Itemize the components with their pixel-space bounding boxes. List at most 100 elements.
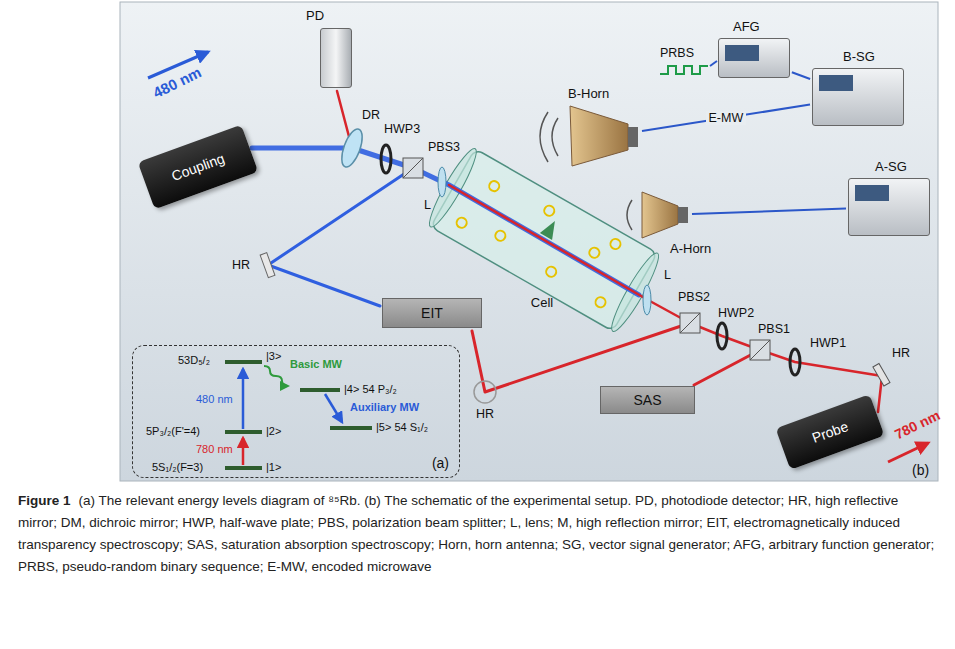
optic-label: HWP2 — [718, 306, 754, 320]
drawing-part — [449, 185, 882, 412]
drawing-part — [680, 313, 700, 333]
drawing-part — [330, 426, 372, 430]
laser-label: Probe — [810, 418, 851, 446]
box-label: EIT — [421, 305, 443, 321]
optic-label: L — [664, 268, 671, 282]
level-label: |5> 54 S₁/₂ — [376, 421, 428, 434]
cell-label-box: Cell — [520, 294, 564, 312]
optic-label: PBS1 — [758, 322, 790, 336]
drawing-part — [338, 126, 367, 169]
drawing-part — [628, 127, 638, 147]
signal-cable — [642, 105, 810, 131]
device-label: AFG — [733, 20, 760, 35]
panel-background — [120, 2, 938, 481]
transition-label: 780 nm — [196, 443, 233, 456]
level-label: 5P₃/₂(F'=4) — [146, 425, 200, 438]
device-label: A-Horn — [670, 242, 711, 257]
beam-direction-arrow — [888, 443, 928, 462]
horn-antenna: A-Horn — [640, 190, 690, 240]
drawing-part — [750, 340, 770, 360]
laser-beams — [252, 91, 882, 412]
function-generator: AFG — [718, 38, 790, 78]
optic-label: PBS3 — [428, 140, 460, 154]
drawing-part — [552, 118, 558, 156]
photodiode: PD — [320, 28, 352, 88]
energy-levels — [225, 362, 372, 468]
drawing-part — [494, 229, 508, 243]
optic-label: HR — [476, 407, 494, 421]
transition-arrow — [242, 369, 245, 429]
level-label: 5S₁/₂(F=3) — [152, 461, 203, 474]
drawing-part — [588, 246, 602, 260]
device-label: B-Horn — [568, 87, 609, 102]
device-label: Cell — [531, 296, 553, 311]
state-label: |1> — [266, 461, 281, 474]
drawing-part — [403, 158, 423, 178]
drawing-part — [487, 179, 501, 193]
prbs-waveform — [660, 66, 708, 74]
drawing-part — [594, 295, 608, 309]
optic-label: HWP1 — [810, 336, 846, 350]
drawing-part — [474, 381, 496, 403]
signal-cable — [692, 209, 846, 215]
horn-antennas — [540, 106, 688, 238]
transition-arrow — [242, 438, 245, 465]
device-label: PD — [306, 9, 324, 24]
panel-label: (b) — [912, 462, 929, 478]
spectroscopy-box: EIT — [382, 298, 482, 328]
drawing-part — [381, 145, 391, 173]
optic-label: L — [424, 198, 431, 212]
drawing-part — [790, 349, 800, 375]
transition-label: 480 nm — [196, 393, 233, 406]
laser-label: Coupling — [169, 150, 226, 184]
drawing-part — [750, 340, 770, 360]
figure-caption: Figure 1(a) The relevant energy levels d… — [18, 490, 938, 578]
drawing-part — [642, 192, 678, 238]
signal-cable — [710, 61, 717, 66]
drawing-part — [544, 265, 558, 279]
optic-label: DR — [362, 108, 380, 122]
caption-body: (a) The relevant energy levels diagram o… — [18, 493, 934, 574]
drawing-part — [717, 323, 727, 349]
state-label: |2> — [266, 425, 281, 438]
state-label: |3> — [266, 350, 281, 363]
drawing-part — [225, 360, 262, 364]
drawing-part — [873, 363, 890, 386]
box-label: SAS — [633, 392, 661, 408]
level-label: |4> 54 P₃/₂ — [344, 383, 397, 396]
transition-label: Auxiliary MW — [350, 401, 419, 414]
transition-arrow — [264, 366, 288, 386]
device-label: A-SG — [875, 160, 907, 175]
caption-heading: Figure 1 — [18, 493, 71, 508]
drawing-part — [225, 466, 262, 470]
signal-label: E-MW — [706, 111, 747, 125]
optics — [260, 126, 890, 403]
drawing-part — [455, 216, 469, 230]
drawing-part — [540, 112, 548, 162]
drawing-part — [300, 388, 340, 392]
spectroscopy-box: SAS — [600, 386, 695, 414]
signal-cable — [792, 72, 810, 79]
drawing-part — [260, 253, 275, 278]
drawing-part — [678, 207, 688, 223]
transition-label: Basic MW — [290, 358, 342, 371]
drawing-part — [609, 237, 623, 251]
drawing-part — [252, 148, 639, 295]
device-label: B-SG — [843, 50, 875, 65]
drawing-part — [438, 167, 446, 197]
horn-antenna: B-Horn — [568, 106, 640, 168]
drawing-part — [643, 285, 651, 315]
level-label: 53D₅/₂ — [178, 354, 210, 367]
signal-generator: B-SG — [812, 68, 904, 126]
panel-label: (a) — [432, 455, 449, 471]
optic-label: HWP3 — [384, 122, 420, 136]
signal-label: PRBS — [660, 46, 694, 60]
drawing-part — [680, 313, 700, 333]
transition-arrow — [325, 394, 342, 422]
signal-generator: A-SG — [848, 178, 930, 236]
optic-label: PBS2 — [678, 290, 710, 304]
drawing-part — [627, 200, 632, 230]
optic-label: HR — [892, 346, 910, 360]
drawing-part — [472, 323, 690, 392]
